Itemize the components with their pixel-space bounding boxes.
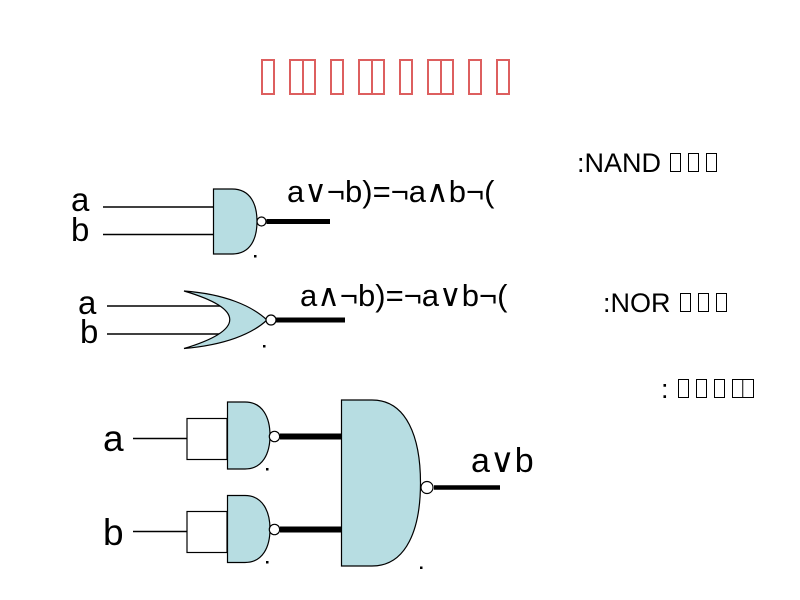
missing-glyph-box [695, 379, 707, 398]
example-caption-text: : [661, 374, 669, 404]
missing-glyph-box [731, 379, 754, 398]
nor-gate-body [183, 290, 268, 350]
nand-gate-caption: :NAND [577, 148, 718, 178]
stray-dot [266, 561, 269, 564]
stray-dot [254, 255, 257, 258]
missing-glyph-box [677, 379, 689, 398]
missing-glyph-box [713, 379, 725, 398]
missing-glyph-box [468, 59, 482, 95]
input-b-junction-box [186, 510, 228, 554]
nor-gate-caption: :NOR [603, 290, 727, 317]
nand-caption-missing-glyphs [670, 153, 718, 172]
nand-input-a-label: a [71, 181, 90, 218]
missing-glyph-box [496, 59, 510, 95]
example-caption: : [661, 376, 754, 403]
example-input-b-label: b [103, 512, 124, 553]
nor-inverter-bubble [265, 314, 277, 326]
nand-formula: a∨¬b)=¬a∧b¬( [287, 174, 495, 209]
missing-glyph-box [670, 153, 682, 172]
nor-caption-text: :NOR [603, 288, 671, 318]
nor-input-a-label: a [78, 284, 97, 321]
missing-glyph-box [261, 59, 275, 95]
missing-glyph-box [358, 59, 385, 95]
missing-glyph-box [697, 293, 709, 312]
nand-input-b-label: b [71, 211, 90, 248]
nand-b-inverter-bubble [268, 523, 281, 536]
final-nand-gate-body [340, 399, 422, 567]
example-caption-missing-glyphs [677, 379, 754, 398]
nor-input-b-label: b [80, 313, 99, 350]
missing-glyph-box [715, 293, 727, 312]
missing-glyph-box [330, 59, 344, 95]
nand-gate-body [212, 188, 258, 255]
nor-formula: a∧¬b)=¬a∨b¬( [300, 278, 508, 313]
missing-glyph-box [679, 293, 691, 312]
nand-a-inverter-bubble [268, 430, 281, 443]
missing-glyph-box [289, 59, 316, 95]
final-nand-inverter-bubble [420, 480, 434, 495]
nand-caption-text: :NAND [577, 148, 662, 178]
example-input-a-label: a [103, 418, 124, 459]
missing-glyph-box [706, 153, 718, 172]
stray-dot [420, 566, 423, 569]
stray-dot [266, 468, 269, 471]
nor-caption-missing-glyphs [679, 293, 727, 312]
input-a-junction-box [186, 417, 228, 461]
nand-inverter-bubble [256, 216, 267, 227]
missing-glyph-box [427, 59, 454, 95]
slide-title-missing-glyphs [261, 59, 510, 95]
nand-a-gate-body [226, 401, 271, 470]
stray-dot [263, 345, 266, 348]
missing-glyph-box [688, 153, 700, 172]
missing-glyph-box [399, 59, 413, 95]
nand-b-gate-body [226, 494, 271, 564]
example-output-label: a∨b [471, 442, 534, 480]
